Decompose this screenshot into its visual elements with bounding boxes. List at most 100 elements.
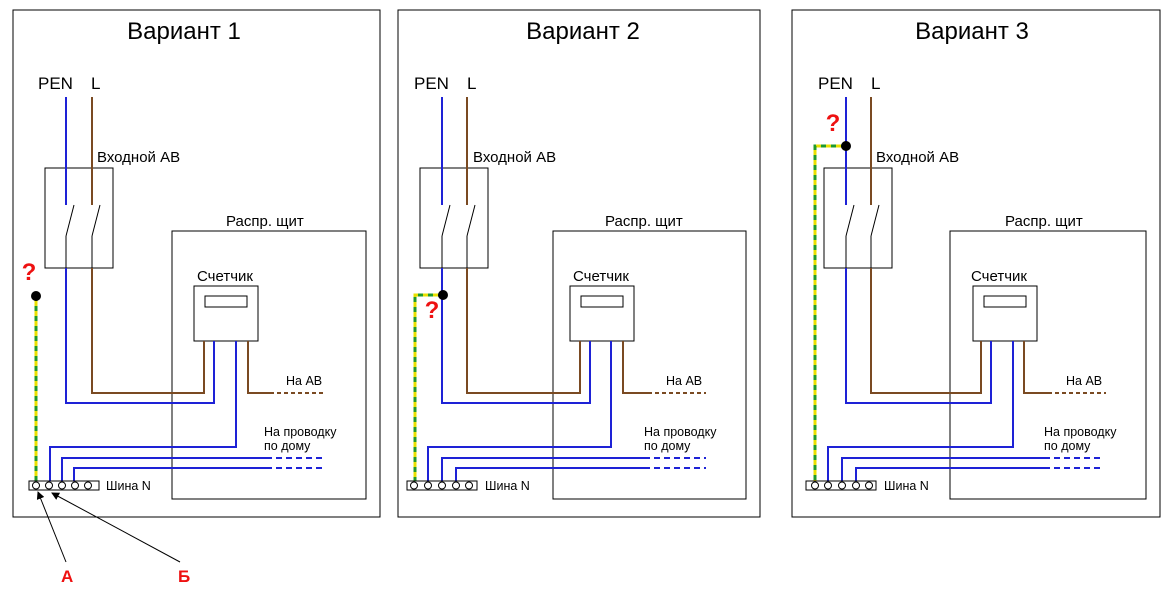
- wiring-line-1: [61, 457, 266, 481]
- variant-1-panel: Вариант 1 PEN L Входной АВ Распр. щит Сч…: [12, 9, 381, 586]
- pen-label: PEN: [818, 74, 853, 93]
- neutral-bus-label: Шина N: [884, 479, 929, 493]
- bus-terminal: [452, 481, 460, 490]
- bus-terminal: [865, 481, 873, 490]
- input-breaker-label: Входной АВ: [876, 149, 959, 166]
- neutral-out-to-bus: [427, 341, 612, 481]
- pe-connection-dot: [31, 291, 41, 301]
- breaker-switch-left: [65, 204, 75, 237]
- to-wiring-label-2: по дому: [1044, 439, 1091, 453]
- to-breaker-label: На АВ: [666, 374, 702, 388]
- input-breaker-box: [44, 167, 114, 269]
- phase-out: [1023, 341, 1048, 394]
- to-wiring-label-1: На проводку: [644, 425, 717, 439]
- meter-label: Счетчик: [573, 268, 629, 285]
- breaker-switch-right: [870, 204, 880, 237]
- neutral-to-meter: [65, 268, 215, 404]
- input-breaker-box: [823, 167, 893, 269]
- bus-terminal: [824, 481, 832, 490]
- meter-box: [193, 285, 259, 342]
- to-wiring-label-1: На проводку: [1044, 425, 1117, 439]
- variant-3-frame: [791, 9, 1161, 518]
- phase-out: [622, 341, 648, 394]
- marker-b: Б: [178, 567, 190, 586]
- marker-a: А: [61, 567, 73, 586]
- meter-display: [580, 295, 624, 308]
- bus-terminal: [45, 481, 53, 490]
- breaker-switch-right: [466, 204, 476, 237]
- pen-label: PEN: [414, 74, 449, 93]
- neutral-bus-label: Шина N: [106, 479, 151, 493]
- breaker-switch-right: [91, 204, 101, 237]
- question-mark: ?: [425, 297, 440, 324]
- to-wiring-label-2: по дому: [644, 439, 691, 453]
- to-breaker-label: На АВ: [1066, 374, 1102, 388]
- meter-box: [972, 285, 1038, 342]
- to-breaker-label: На АВ: [286, 374, 322, 388]
- wiring-line-1: [841, 457, 1044, 481]
- arrow-a: [36, 491, 67, 563]
- variant-3-title: Вариант 3: [915, 18, 1029, 45]
- distribution-board-label: Распр. щит: [605, 213, 683, 230]
- variant-2-frame: [397, 9, 761, 518]
- wiring-line-2: [855, 467, 1044, 481]
- neutral-out-to-bus: [827, 341, 1014, 481]
- neutral-bus-label: Шина N: [485, 479, 530, 493]
- wiring-line-2: [73, 467, 266, 481]
- variant-3-panel: Вариант 3 PEN L Входной АВ Распр. щит Сч…: [791, 9, 1161, 518]
- wiring-line-1: [441, 457, 644, 481]
- meter-label: Счетчик: [971, 268, 1027, 285]
- wiring-line-2: [455, 467, 644, 481]
- bus-terminal: [424, 481, 432, 490]
- pe-connection-dot: [438, 290, 448, 300]
- bus-terminal: [71, 481, 79, 490]
- l-label: L: [871, 74, 880, 93]
- pen-label: PEN: [38, 74, 73, 93]
- distribution-board: [949, 230, 1147, 500]
- bus-terminal: [465, 481, 473, 490]
- distribution-board: [171, 230, 367, 500]
- l-label: L: [467, 74, 476, 93]
- bus-terminal: [438, 481, 446, 490]
- pe-wire-green: [813, 144, 846, 481]
- bus-terminal: [811, 481, 819, 490]
- bus-terminal: [838, 481, 846, 490]
- variant-2-title: Вариант 2: [526, 18, 640, 45]
- question-mark: ?: [22, 259, 37, 286]
- input-breaker-label: Входной АВ: [473, 149, 556, 166]
- breaker-switch-left: [845, 204, 855, 237]
- input-breaker-box: [419, 167, 489, 269]
- neutral-to-meter: [845, 268, 992, 404]
- to-wiring-label-1: На проводку: [264, 425, 337, 439]
- bus-terminal: [32, 481, 40, 490]
- l-label: L: [91, 74, 100, 93]
- meter-display: [204, 295, 248, 308]
- phase-out: [247, 341, 270, 394]
- phase-to-meter: [870, 268, 982, 394]
- distribution-board-label: Распр. щит: [1005, 213, 1083, 230]
- meter-display: [983, 295, 1027, 308]
- pe-wire-green: [413, 293, 443, 481]
- distribution-board-label: Распр. щит: [226, 213, 304, 230]
- variant-2-panel: Вариант 2 PEN L Входной АВ Распр. щит Сч…: [397, 9, 761, 518]
- neutral-bus-bar: [805, 480, 877, 491]
- breaker-switch-left: [441, 204, 451, 237]
- neutral-bus-bar: [28, 480, 100, 491]
- variant-1-title: Вариант 1: [127, 18, 241, 45]
- input-breaker-label: Входной АВ: [97, 149, 180, 166]
- neutral-to-meter: [441, 268, 591, 404]
- phase-to-meter: [91, 268, 205, 394]
- meter-box: [569, 285, 635, 342]
- phase-to-meter: [466, 268, 581, 394]
- bus-terminal: [84, 481, 92, 490]
- bus-terminal: [58, 481, 66, 490]
- neutral-bus-bar: [406, 480, 478, 491]
- pe-connection-dot: [841, 141, 851, 151]
- to-wiring-label-2: по дому: [264, 439, 311, 453]
- bus-terminal: [852, 481, 860, 490]
- arrow-b: [51, 492, 181, 563]
- bus-terminal: [410, 481, 418, 490]
- variant-1-frame: [12, 9, 381, 518]
- neutral-out-to-bus: [49, 341, 237, 481]
